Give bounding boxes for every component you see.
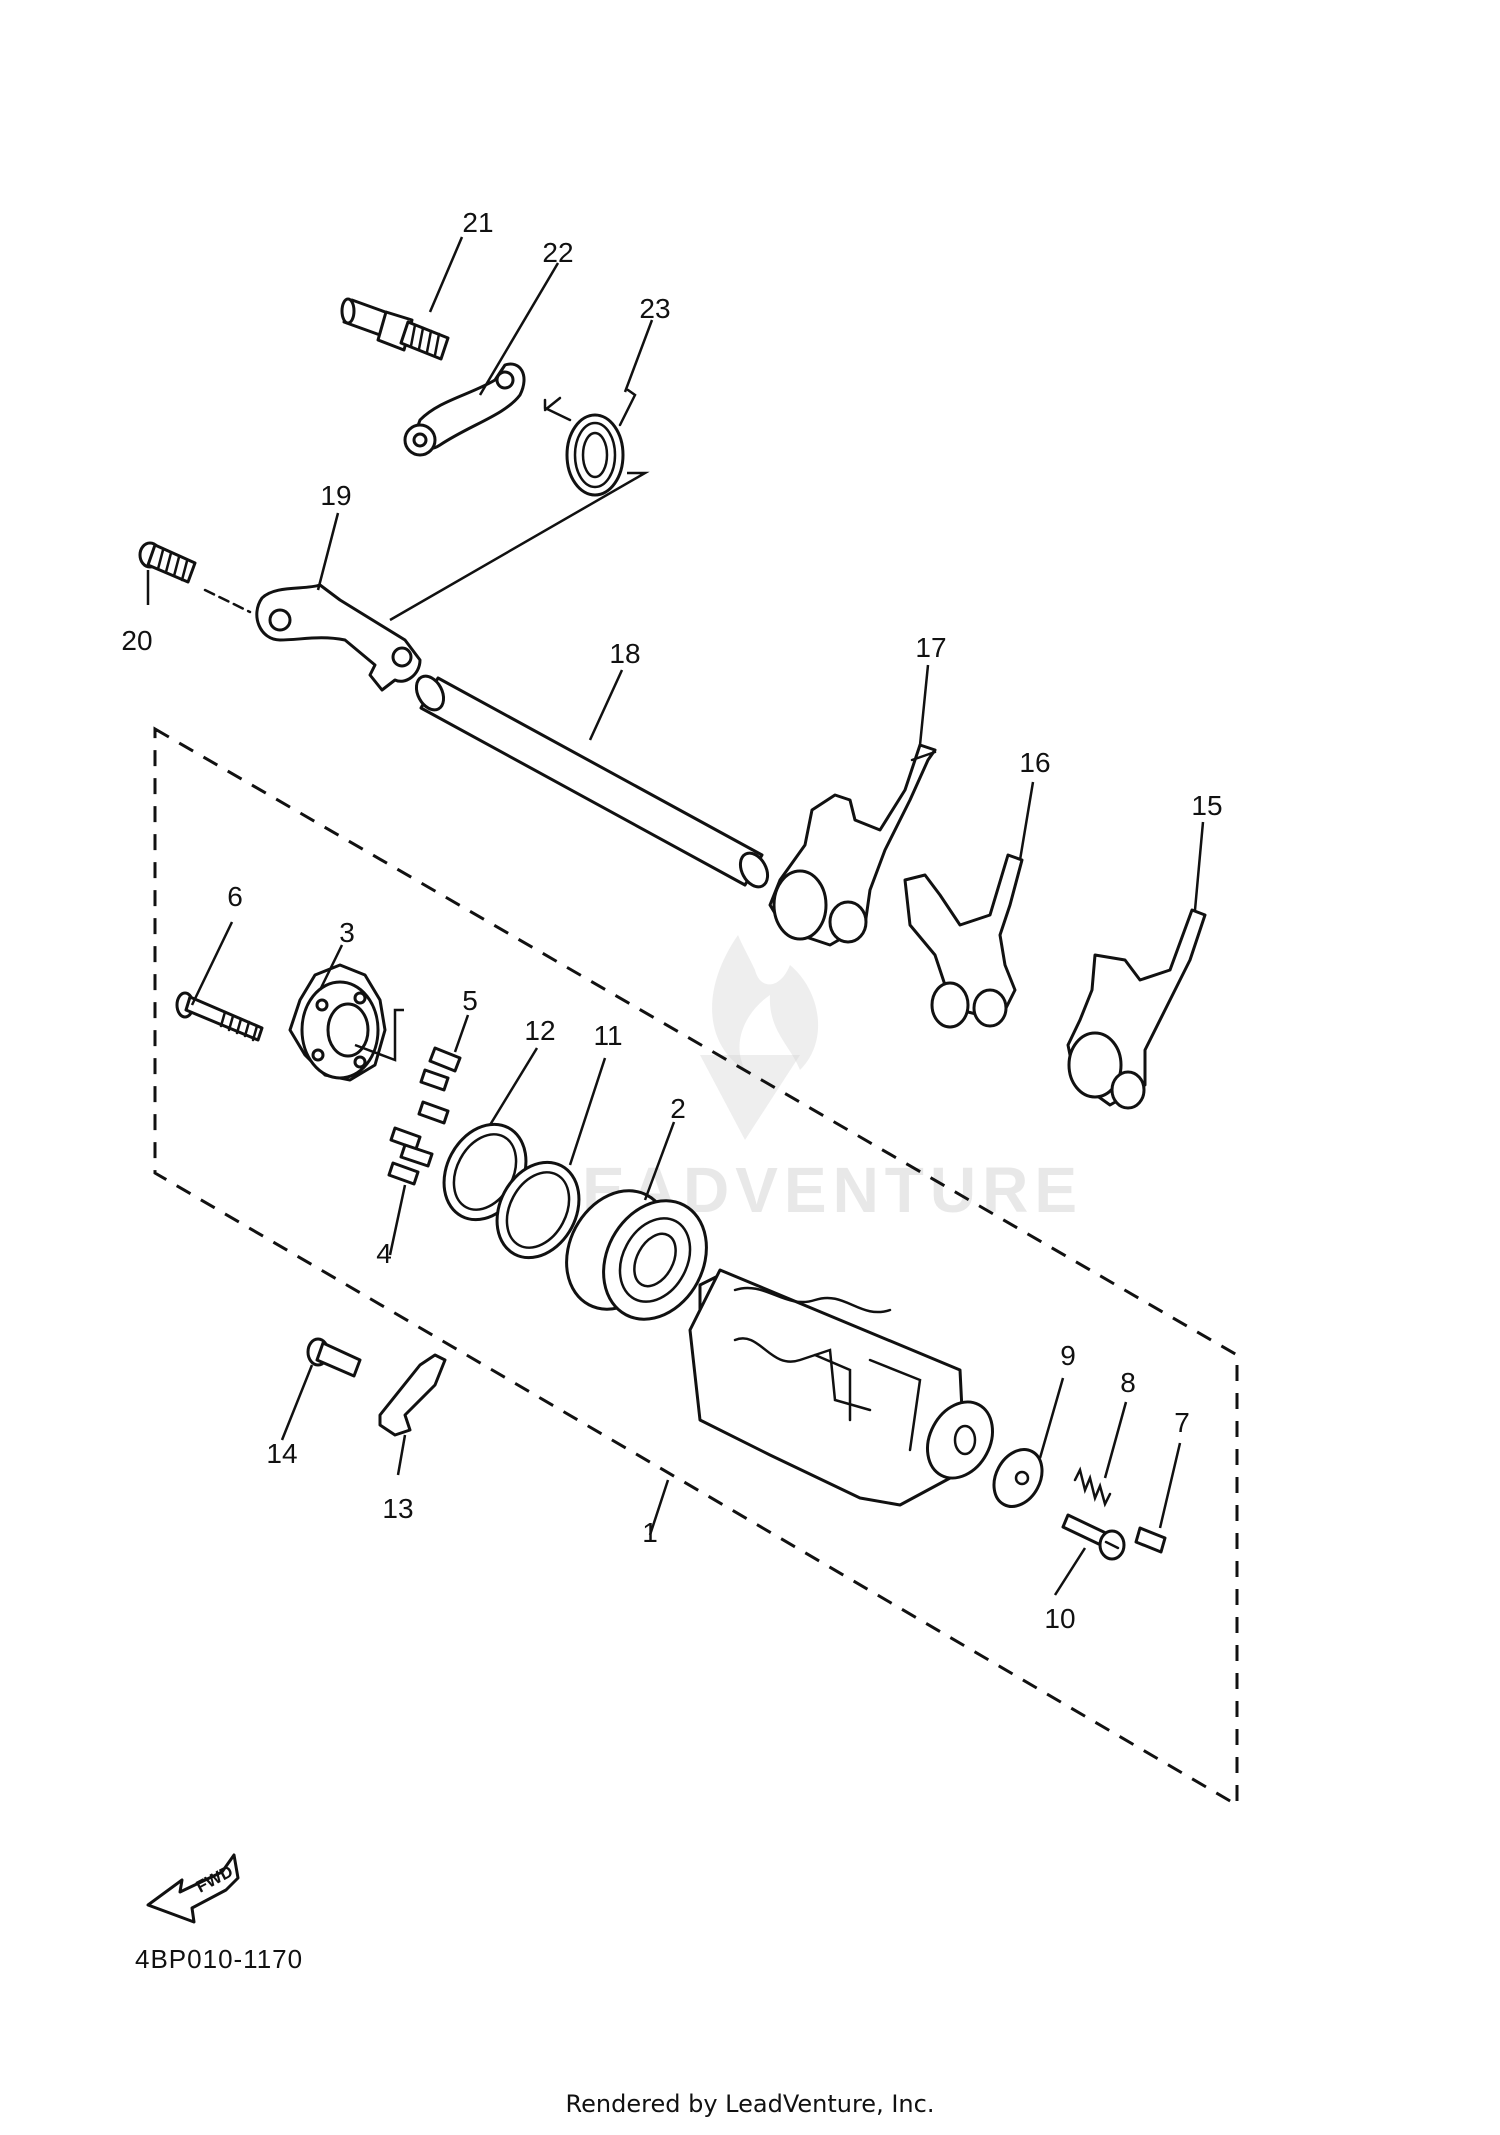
leader-23-to-19 (389, 471, 650, 622)
callout-3: 3 (339, 917, 355, 948)
part-14-screw (306, 1337, 362, 1378)
callout-19: 19 (320, 480, 351, 511)
part-9-washer (992, 1448, 1044, 1508)
part-16-shift-fork (903, 853, 1024, 1029)
part-5-pin (428, 1046, 462, 1073)
callout-7: 7 (1174, 1407, 1190, 1438)
part-15-shift-fork (1066, 908, 1207, 1110)
part-17-shift-fork (768, 743, 937, 947)
part-21-stud-bolt (340, 297, 450, 361)
part-1-shift-drum (688, 1268, 994, 1507)
callout-9: 9 (1060, 1340, 1076, 1371)
leader-3-to-boundary (354, 1008, 404, 1062)
callout-6: 6 (227, 881, 243, 912)
fwd-arrow-icon (146, 1853, 240, 1924)
callout-1: 1 (642, 1517, 658, 1548)
callout-4: 4 (376, 1238, 392, 1269)
part-3-segment (288, 963, 387, 1082)
callout-21: 21 (462, 207, 493, 238)
footer-credit: Rendered by LeadVenture, Inc. (566, 2090, 935, 2118)
part-13-stopper-plate (378, 1353, 447, 1437)
callout-numbers: 1 2 3 4 5 6 7 8 9 10 11 12 13 14 15 16 1… (121, 207, 1222, 1634)
callout-15: 15 (1191, 790, 1222, 821)
part-4-pins (387, 1068, 450, 1186)
part-22-stopper-lever (403, 362, 526, 457)
callout-16: 16 (1019, 747, 1050, 778)
callout-14: 14 (266, 1438, 297, 1469)
part-20-screw (138, 541, 197, 584)
part-10-screw (1061, 1513, 1126, 1561)
callout-2: 2 (670, 1093, 686, 1124)
callout-10: 10 (1044, 1603, 1075, 1634)
part-6-screw (175, 991, 264, 1042)
callout-13: 13 (382, 1493, 413, 1524)
callout-12: 12 (524, 1015, 555, 1046)
part-8-spring (1073, 1466, 1112, 1508)
callout-leaders (146, 236, 1205, 1596)
part-2-bearing (565, 1189, 708, 1321)
callout-8: 8 (1120, 1367, 1136, 1398)
part-7-pin (1134, 1526, 1167, 1554)
diagram-code: 4BP010-1170 (135, 1944, 303, 1974)
callout-20: 20 (121, 625, 152, 656)
callout-22: 22 (542, 237, 573, 268)
part-11-washer (495, 1160, 581, 1260)
callout-17: 17 (915, 632, 946, 663)
callout-11: 11 (593, 1020, 622, 1051)
part-23-torsion-spring (543, 388, 637, 497)
part-18-shift-fork-shaft (414, 674, 770, 889)
callout-23: 23 (639, 293, 670, 324)
leader-20-screw-axis (203, 588, 252, 614)
part-19-guide-plate (255, 583, 422, 692)
callout-18: 18 (609, 638, 640, 669)
callout-5: 5 (462, 985, 478, 1016)
fwd-arrow: FWD (146, 1853, 240, 1924)
